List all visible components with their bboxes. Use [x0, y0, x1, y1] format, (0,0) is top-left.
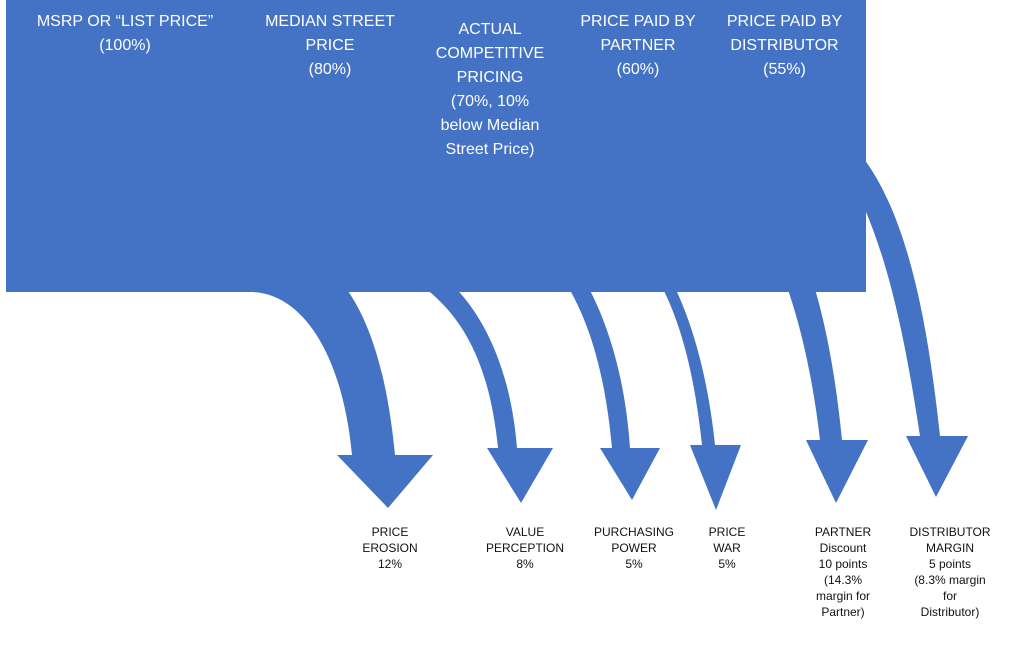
- arrow-partner-discount: [640, 127, 868, 504]
- label-price-war-line: 5%: [718, 557, 736, 571]
- header-median-street-line: MEDIAN STREET: [265, 13, 395, 30]
- label-distributor-margin-line: Distributor): [920, 605, 980, 619]
- header-partner-price-line: PARTNER: [600, 37, 676, 54]
- label-price-erosion-line: 12%: [377, 557, 403, 571]
- header-distributor-price-line: PRICE PAID BY: [726, 13, 843, 30]
- header-actual-competitive-line: Street Price): [445, 141, 535, 158]
- header-partner-price-line: PRICE PAID BY: [580, 13, 696, 30]
- label-value-perception-line: PERCEPTION: [485, 541, 564, 555]
- header-median-street: MEDIAN STREET PRICE (80%): [250, 10, 410, 82]
- header-median-street-line: PRICE: [305, 37, 355, 54]
- header-actual-competitive: ACTUAL COMPETITIVE PRICING (70%, 10% bel…: [420, 18, 560, 162]
- label-price-erosion-line: PRICE: [371, 525, 409, 539]
- label-distributor-margin-line: 5 points: [928, 557, 972, 571]
- header-actual-competitive-line: ACTUAL: [458, 21, 522, 38]
- header-msrp-line: (100%): [99, 37, 151, 54]
- label-distributor-margin: DISTRIBUTOR MARGIN 5 points (8.3% margin…: [900, 524, 1000, 620]
- header-actual-competitive-line: (70%, 10%: [450, 93, 530, 110]
- label-distributor-margin-line: (8.3% margin: [914, 573, 986, 587]
- label-partner-discount-line: 10 points: [818, 557, 868, 571]
- label-partner-discount-line: (14.3%: [823, 573, 863, 587]
- header-partner-price-line: (60%): [616, 61, 660, 78]
- label-purchasing-power: PURCHASING POWER 5%: [588, 524, 680, 572]
- label-partner-discount-line: Discount: [819, 541, 867, 555]
- arrow-value-perception: [265, 234, 553, 504]
- label-distributor-margin-line: MARGIN: [926, 541, 974, 555]
- label-price-erosion: PRICE EROSION 12%: [350, 524, 430, 572]
- label-value-perception-line: 8%: [516, 557, 534, 571]
- label-distributor-margin-line: for: [942, 589, 957, 603]
- label-price-war-line: PRICE: [708, 525, 746, 539]
- label-price-war: PRICE WAR 5%: [697, 524, 757, 572]
- arrow-distributor-margin: [770, 109, 968, 498]
- header-distributor-price-line: DISTRIBUTOR: [730, 37, 839, 54]
- label-value-perception-line: VALUE: [505, 525, 545, 539]
- label-partner-discount-line: PARTNER: [814, 525, 872, 539]
- label-purchasing-power-line: PURCHASING: [593, 525, 674, 539]
- header-distributor-price: PRICE PAID BY DISTRIBUTOR (55%): [712, 10, 857, 82]
- header-partner-price: PRICE PAID BY PARTNER (60%): [568, 10, 708, 82]
- flow-arrows: [250, 109, 968, 510]
- block-msrp-shape: [6, 0, 866, 292]
- arrow-price-war: [490, 173, 741, 510]
- label-partner-discount-line: margin for: [815, 589, 871, 603]
- header-median-street-line: (80%): [308, 61, 352, 78]
- label-distributor-margin-line: DISTRIBUTOR: [909, 525, 991, 539]
- header-msrp: MSRP OR “LIST PRICE” (100%): [20, 10, 230, 58]
- label-price-war-line: WAR: [713, 541, 741, 555]
- arrow-price-erosion: [250, 240, 433, 508]
- label-value-perception: VALUE PERCEPTION 8%: [480, 524, 570, 572]
- header-actual-competitive-line: below Median: [440, 117, 540, 134]
- label-purchasing-power-line: POWER: [611, 541, 657, 555]
- header-msrp-line: MSRP OR “LIST PRICE”: [36, 13, 214, 30]
- header-actual-competitive-line: COMPETITIVE: [435, 45, 545, 62]
- label-purchasing-power-line: 5%: [625, 557, 643, 571]
- label-partner-discount-line: Partner): [821, 605, 865, 619]
- label-price-erosion-line: EROSION: [362, 541, 418, 555]
- arrow-purchasing-power: [420, 187, 660, 500]
- header-actual-competitive-line: PRICING: [456, 69, 524, 86]
- header-distributor-price-line: (55%): [763, 61, 806, 78]
- label-partner-discount: PARTNER Discount 10 points (14.3% margin…: [800, 524, 886, 620]
